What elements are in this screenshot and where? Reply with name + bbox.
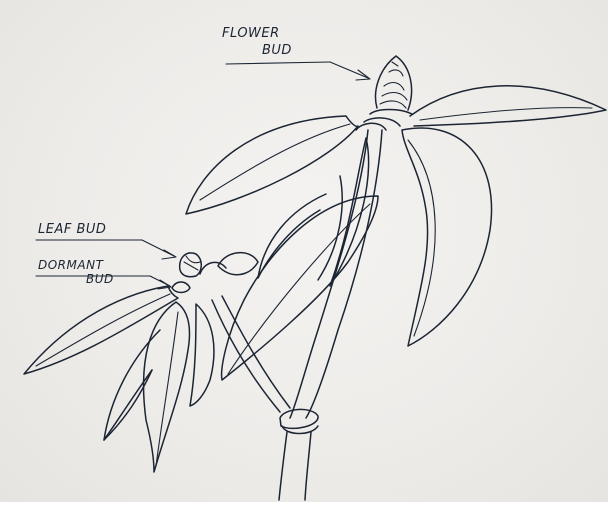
leaf — [402, 128, 492, 346]
flower-bud-label-line1: FLOWER — [222, 27, 280, 41]
flower-bud-leader — [226, 62, 370, 80]
branch-stem — [212, 296, 290, 412]
leaf-bud-leader — [36, 240, 176, 259]
leaf — [190, 304, 214, 406]
leaf — [104, 330, 160, 440]
leaf — [24, 286, 178, 374]
flower-bud — [356, 56, 412, 130]
leaf — [410, 86, 606, 126]
leaf — [144, 302, 190, 472]
leaf — [186, 116, 358, 214]
leaf — [200, 253, 258, 275]
dormant-bud-label-line2: BUD — [86, 272, 114, 286]
leaf-bud — [180, 253, 202, 277]
flower-bud-label-line2: BUD — [262, 44, 292, 58]
leaf-bud-label: LEAF BUD — [38, 223, 106, 237]
dormant-bud — [172, 282, 190, 293]
dormant-bud-label-line1: DORMANT — [38, 258, 103, 272]
